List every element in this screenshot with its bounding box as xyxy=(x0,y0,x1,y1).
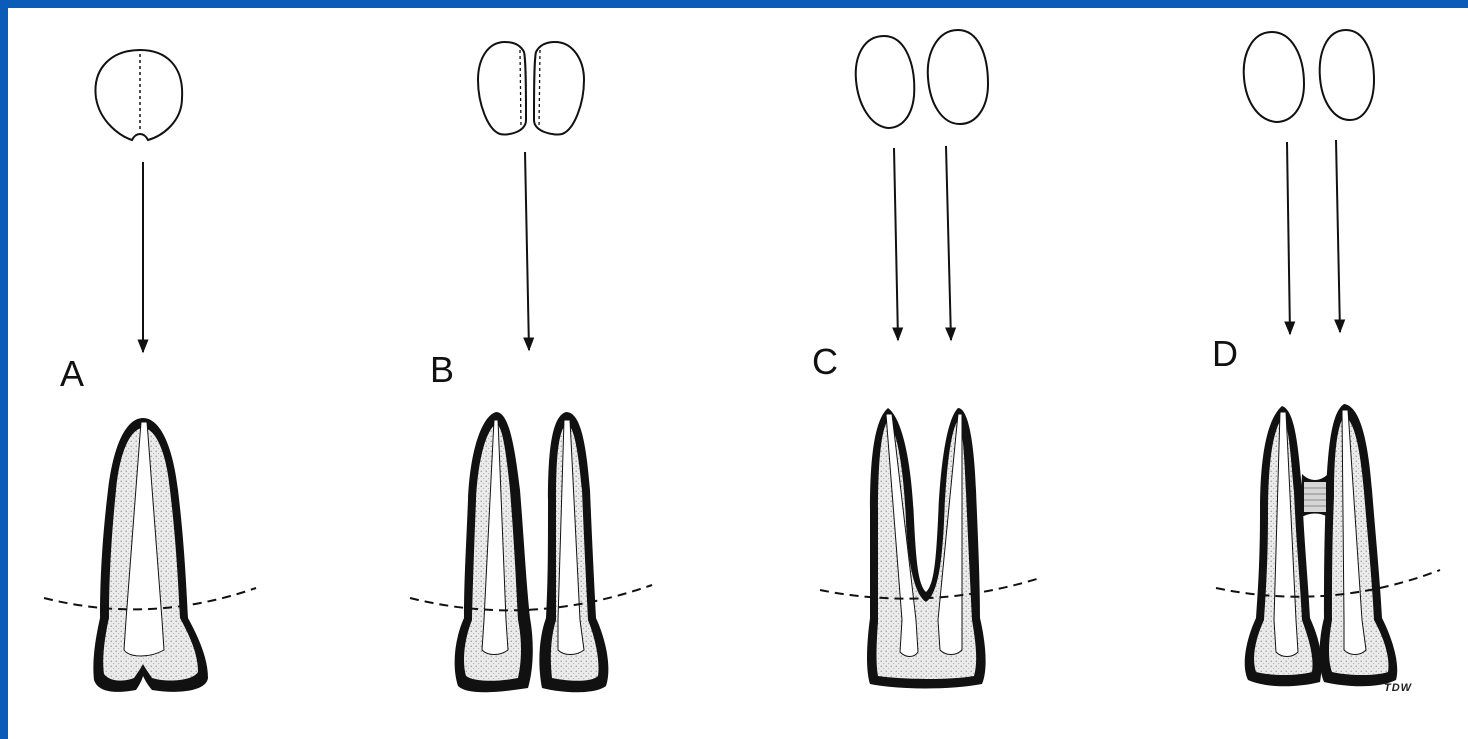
arrow-d-left xyxy=(1287,142,1290,334)
tooth-d-left xyxy=(1245,406,1322,686)
panel-label-d: D xyxy=(1212,336,1238,372)
tooth-d-right xyxy=(1320,404,1398,686)
panel-c xyxy=(820,30,1040,689)
root-bridge-d xyxy=(1300,474,1330,518)
arrow-c-left xyxy=(894,148,898,340)
tooth-b-right xyxy=(539,412,608,692)
cross-section-d-right xyxy=(1320,30,1374,120)
tooth-b-left xyxy=(455,412,533,692)
artist-signature: TDW xyxy=(1384,682,1412,694)
cross-section-b-left xyxy=(478,42,526,134)
arrow-c-right xyxy=(946,146,951,340)
cross-section-c-right xyxy=(928,30,988,124)
panel-label-a: A xyxy=(60,356,84,392)
panel-label-b: B xyxy=(430,352,454,388)
cross-section-d-left xyxy=(1244,32,1304,122)
arrow-d-right xyxy=(1336,140,1340,332)
cross-section-b-right xyxy=(534,42,584,134)
tooth-a xyxy=(93,418,208,692)
cross-section-a xyxy=(95,50,182,140)
arrow-b xyxy=(525,152,529,350)
cross-section-c-left xyxy=(856,36,915,128)
panel-label-c: C xyxy=(812,344,838,380)
panel-d xyxy=(1216,30,1440,686)
tooth-c xyxy=(867,408,986,689)
gumline-b xyxy=(410,585,652,610)
